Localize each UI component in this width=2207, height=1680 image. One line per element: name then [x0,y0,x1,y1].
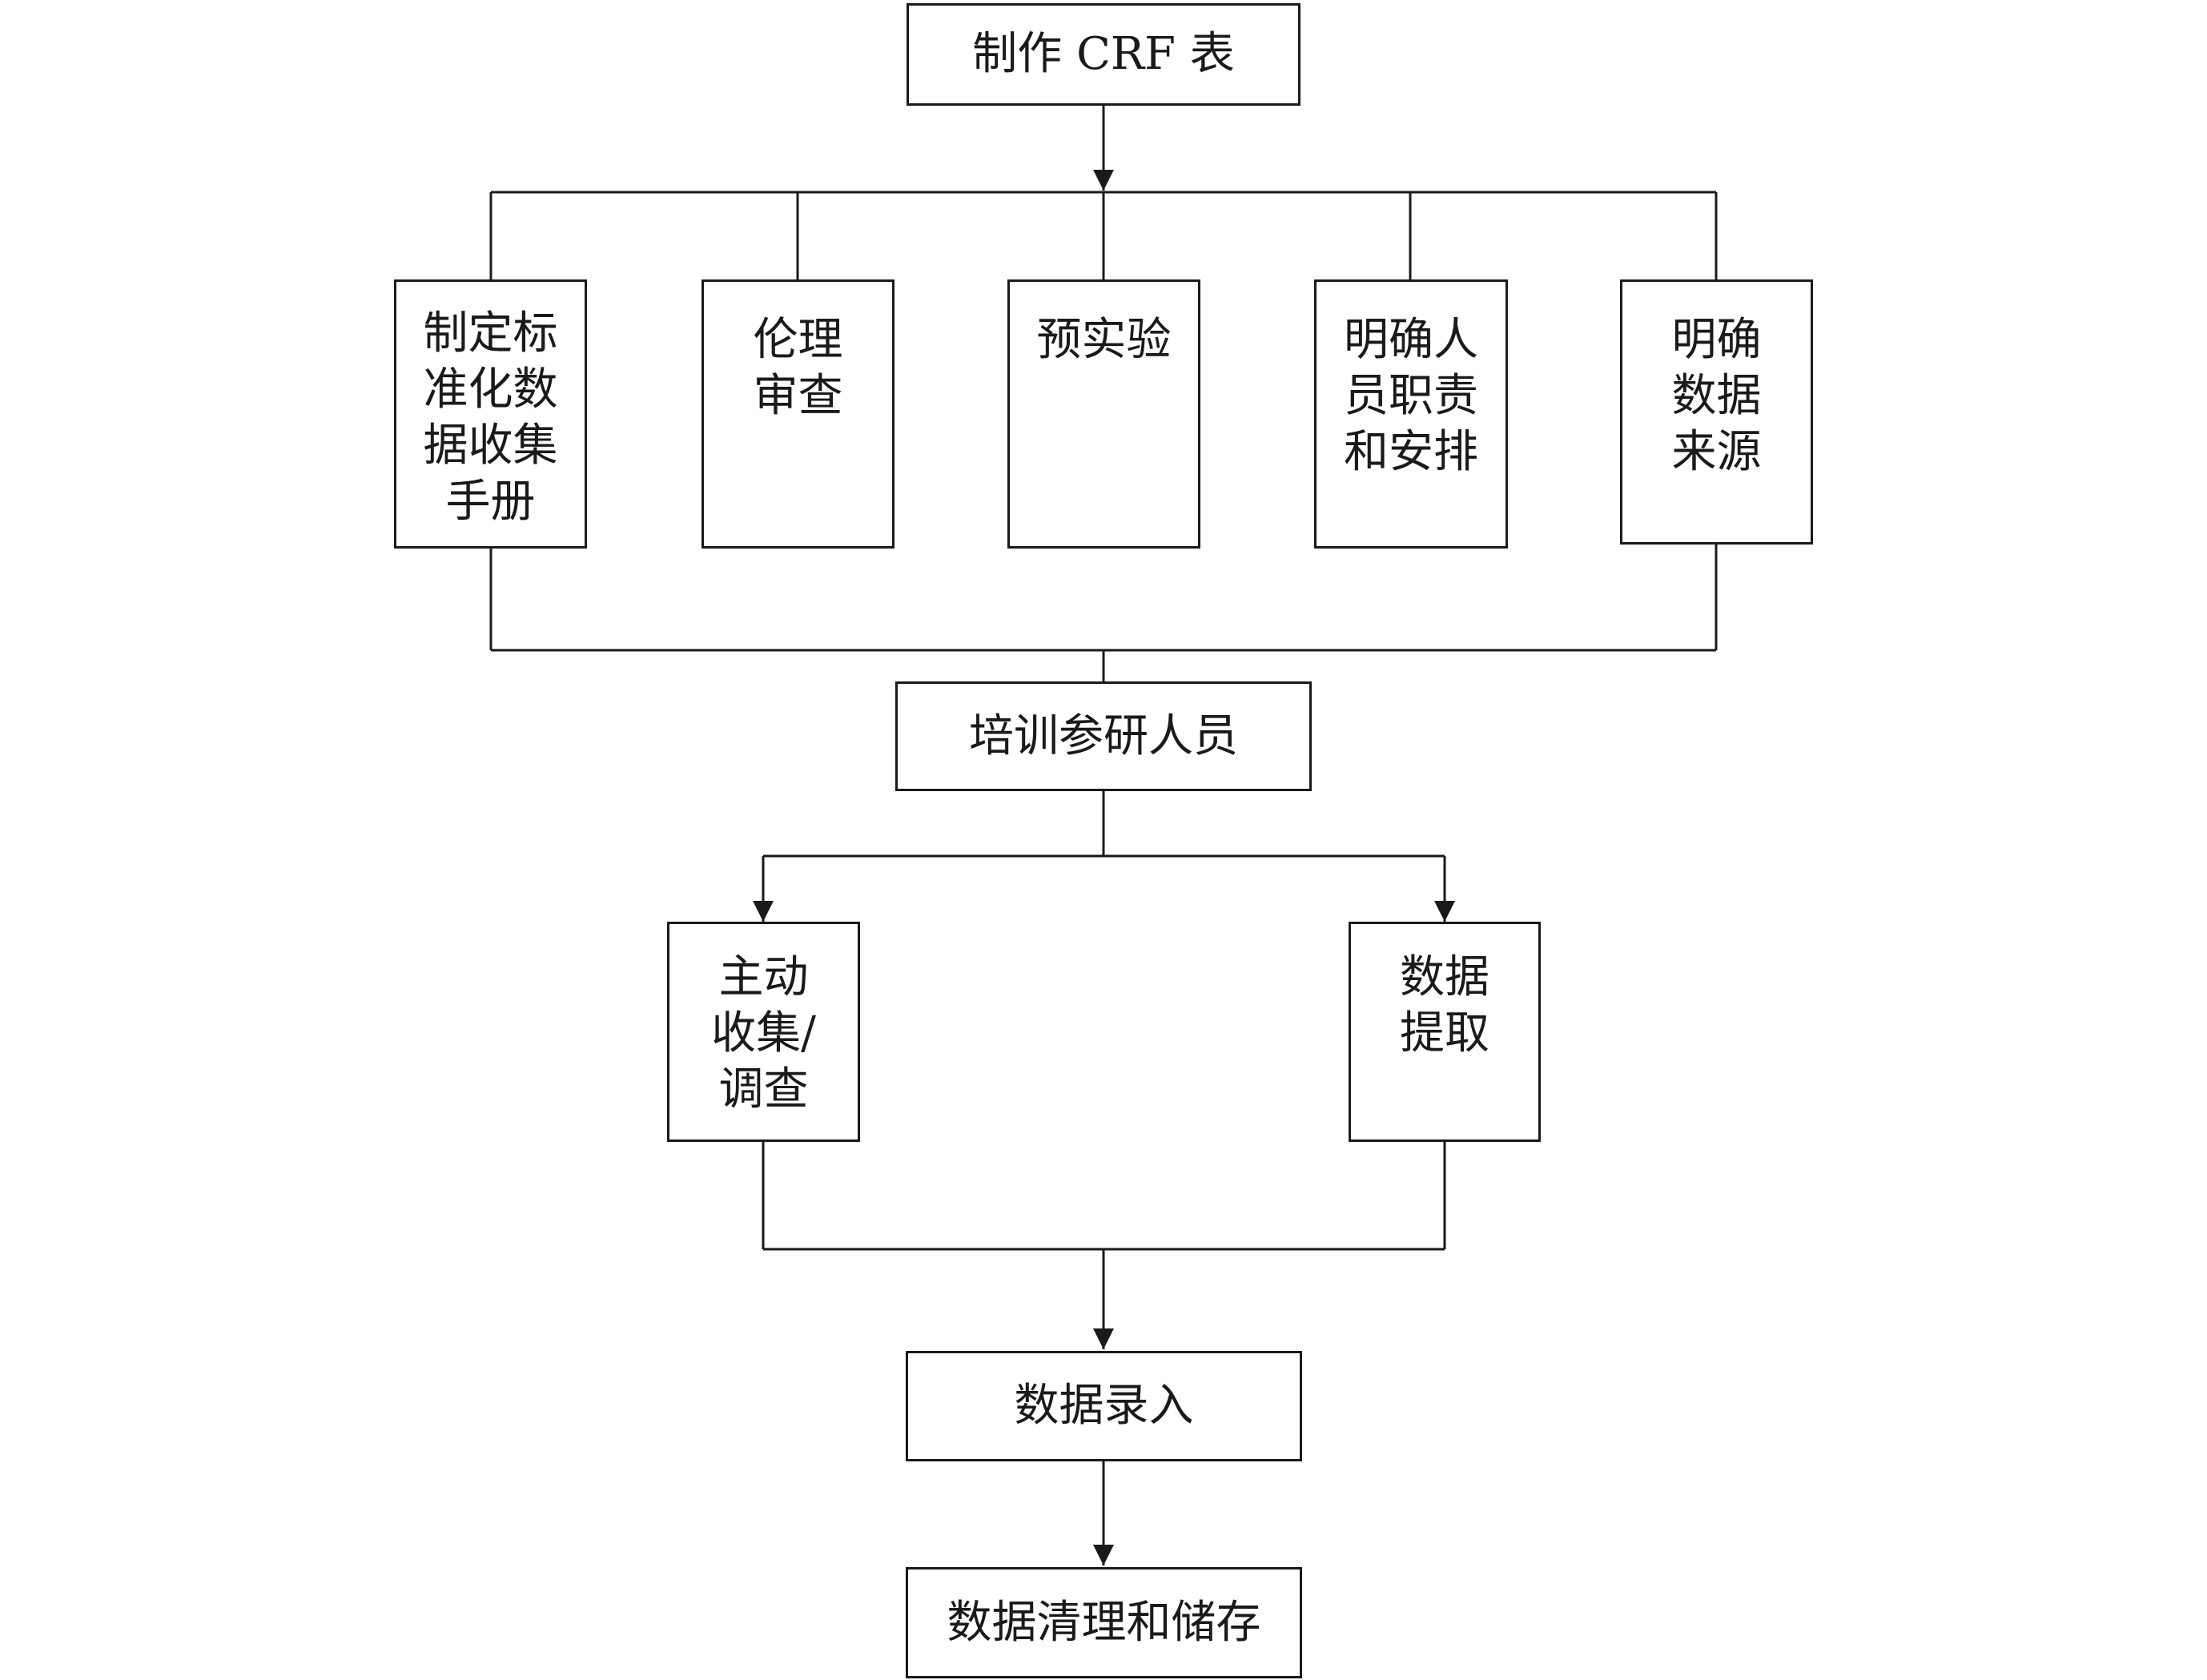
node-standard-manual-line-1: 制定标 [423,307,558,360]
node-active-collection-line-1: 主动 [718,951,809,1003]
node-standard-manual-line-4: 手册 [445,476,536,528]
node-pilot-study: 预实验 [1007,279,1200,549]
node-active-collection: 主动 收集/ 调查 [667,922,860,1142]
node-data-source: 明确 数据 来源 [1620,279,1813,545]
node-staff-roles-line-1: 明确人 [1344,314,1478,366]
node-data-entry-line-1: 数据录入 [1014,1380,1194,1432]
node-data-cleaning-storage-line-1: 数据清理和储存 [947,1596,1261,1649]
node-staff-roles-line-3: 和安排 [1344,426,1478,478]
node-standard-manual-line-2: 准化数 [423,364,558,416]
node-data-source-line-1: 明确 [1671,314,1762,366]
node-data-source-line-2: 数据 [1671,370,1762,422]
node-data-cleaning-storage: 数据清理和储存 [906,1567,1302,1678]
node-data-source-line-3: 来源 [1671,426,1762,478]
node-data-extraction-line-2: 提取 [1400,1007,1489,1059]
node-data-entry: 数据录入 [906,1351,1302,1461]
node-staff-roles: 明确人 员职责 和安排 [1314,279,1508,549]
node-standard-manual-line-3: 据收集 [423,420,558,472]
node-ethics-review: 伦理 审查 [701,279,894,549]
node-ethics-review-line-1: 伦理 [753,314,843,366]
node-pilot-study-line-1: 预实验 [1036,314,1172,366]
node-active-collection-line-2: 收集/ [711,1007,816,1059]
node-ethics-review-line-2: 审查 [753,370,843,422]
node-staff-roles-line-2: 员职责 [1344,370,1478,422]
node-train-staff: 培训参研人员 [895,681,1312,791]
node-data-extraction-line-1: 数据 [1400,951,1489,1003]
node-make-crf: 制作 CRF 表 [907,3,1300,106]
node-train-staff-line-1: 培训参研人员 [969,709,1238,762]
node-active-collection-line-3: 调查 [718,1063,809,1115]
node-make-crf-line-1: 制作 CRF 表 [972,28,1235,80]
node-standard-manual: 制定标 准化数 据收集 手册 [394,279,587,549]
node-data-extraction: 数据 提取 [1349,922,1541,1142]
